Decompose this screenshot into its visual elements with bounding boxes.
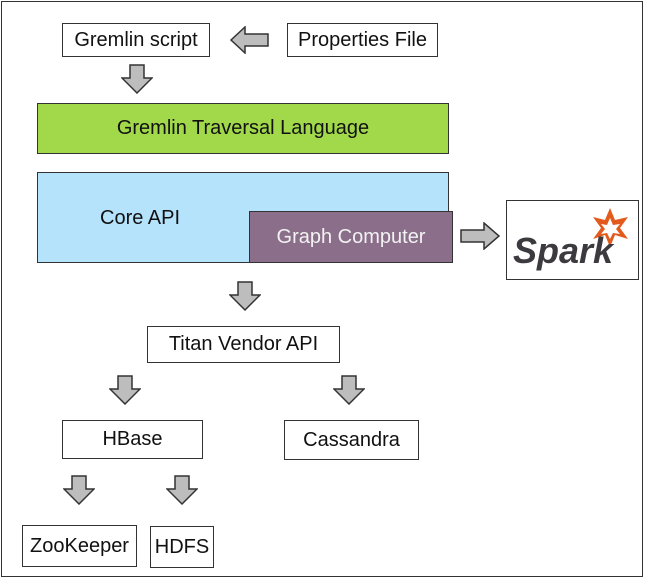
gremlin-traversal-label: Gremlin Traversal Language <box>116 117 370 139</box>
arrow-down-icon <box>109 375 141 405</box>
zookeeper-label: ZooKeeper <box>30 534 129 557</box>
hdfs-label: HDFS <box>154 535 210 558</box>
zookeeper-box: ZooKeeper <box>22 525 137 567</box>
arrow-down-icon <box>63 475 95 505</box>
spark-logo-graphic: Spark <box>513 208 628 271</box>
gremlin-traversal-band: Gremlin Traversal Language <box>37 103 449 154</box>
arrow-down-icon <box>229 281 261 311</box>
properties-file-label: Properties File <box>298 28 427 51</box>
arrow-left-icon <box>230 26 270 54</box>
hbase-box: HBase <box>62 420 203 459</box>
titan-vendor-api-box: Titan Vendor API <box>147 326 340 363</box>
graph-computer-box: Graph Computer <box>249 211 453 263</box>
arrow-down-icon <box>333 375 365 405</box>
core-api-label: Core API <box>100 207 181 229</box>
arrow-down-icon <box>166 475 198 505</box>
graph-computer-label: Graph Computer <box>276 225 426 248</box>
hdfs-box: HDFS <box>150 526 214 568</box>
arrow-right-icon <box>460 222 500 250</box>
hbase-label: HBase <box>102 428 163 450</box>
cassandra-box: Cassandra <box>284 420 419 460</box>
gremlin-script-box: Gremlin script <box>62 23 210 57</box>
gremlin-script-label: Gremlin script <box>74 28 198 51</box>
spark-logo: Spark <box>506 200 639 280</box>
cassandra-label: Cassandra <box>303 428 400 451</box>
arrow-down-icon <box>121 64 153 94</box>
titan-vendor-api-label: Titan Vendor API <box>168 333 319 355</box>
spark-logo-text: Spark <box>513 230 615 271</box>
properties-file-box: Properties File <box>287 23 438 57</box>
